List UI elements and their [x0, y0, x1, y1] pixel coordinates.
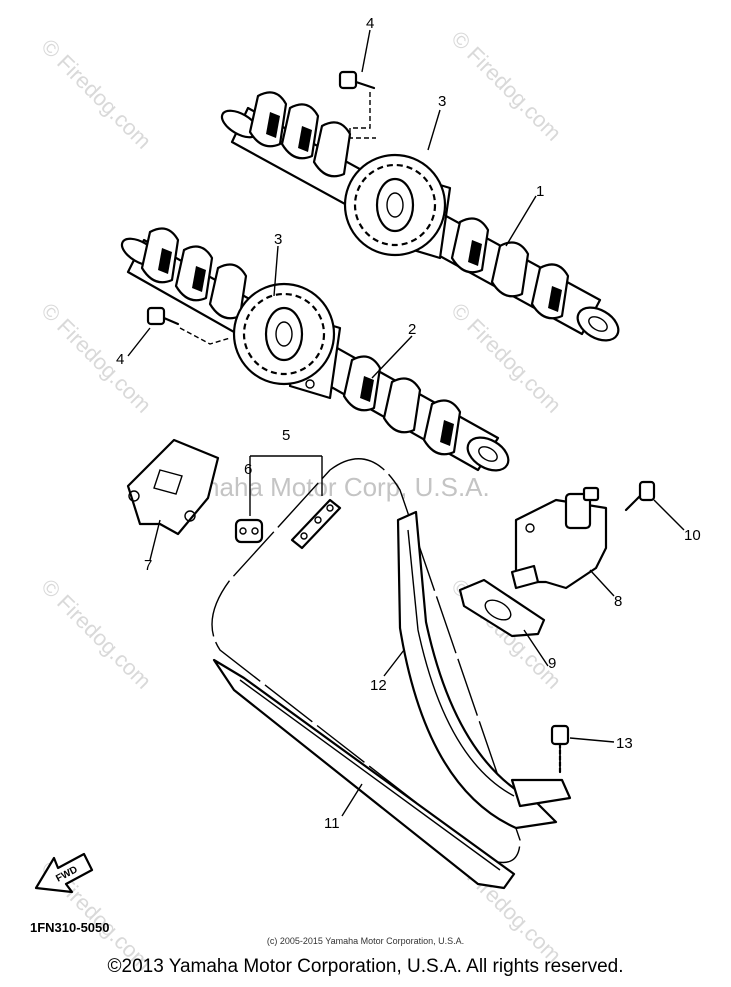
watermark-center: Yamaha Motor Corp, U.S.A. — [168, 472, 490, 502]
cam-chain-loop — [211, 458, 521, 864]
guide-bolt — [550, 724, 570, 776]
cam-chain-segment — [249, 455, 342, 550]
watermark-top-right: © Firedog.com — [446, 26, 566, 146]
watermark-top-left: © Firedog.com — [36, 34, 156, 154]
callout-5: 5 — [282, 427, 290, 444]
watermark-mid-left: © Firedog.com — [36, 298, 156, 418]
sprocket-bolt-lower — [146, 306, 231, 345]
front-direction-arrow: FWD — [34, 852, 94, 894]
chain-guide-top — [126, 438, 220, 536]
chain-tensioner — [510, 486, 608, 590]
tensioner-gasket — [458, 578, 546, 638]
part-code: 1FN310-5050 — [30, 920, 110, 935]
callout-2: 2 — [408, 321, 416, 338]
watermark-low-left: © Firedog.com — [36, 574, 156, 694]
copyright-large: ©2013 Yamaha Motor Corporation, U.S.A. A… — [107, 956, 624, 977]
callout-4-upper: 4 — [366, 15, 374, 32]
sprocket-bolt-upper — [338, 70, 376, 139]
callout-7: 7 — [144, 557, 152, 574]
chain-guide-tensioner — [396, 510, 572, 830]
callout-labels: 1 2 3 3 4 4 5 6 7 8 9 10 11 12 13 — [116, 15, 701, 832]
callout-11: 11 — [324, 815, 340, 832]
callout-9: 9 — [548, 655, 556, 672]
cam-sprocket-lower — [232, 282, 336, 386]
callout-4-lower: 4 — [116, 351, 124, 368]
callout-13: 13 — [616, 735, 633, 752]
callout-12: 12 — [370, 677, 387, 694]
callout-3-lower: 3 — [274, 231, 282, 248]
callout-3-upper: 3 — [438, 93, 446, 110]
callout-1: 1 — [536, 183, 544, 200]
chain-guide-fixed — [212, 658, 516, 890]
cam-sprocket-upper — [343, 153, 447, 257]
leader-lines — [127, 29, 685, 817]
callout-10: 10 — [684, 527, 701, 544]
callout-6: 6 — [244, 461, 252, 478]
tensioner-bolt — [624, 480, 656, 512]
chain-joint-link — [234, 518, 264, 544]
copyright-small: (c) 2005-2015 Yamaha Motor Corporation, … — [266, 936, 465, 946]
callout-8: 8 — [614, 593, 622, 610]
